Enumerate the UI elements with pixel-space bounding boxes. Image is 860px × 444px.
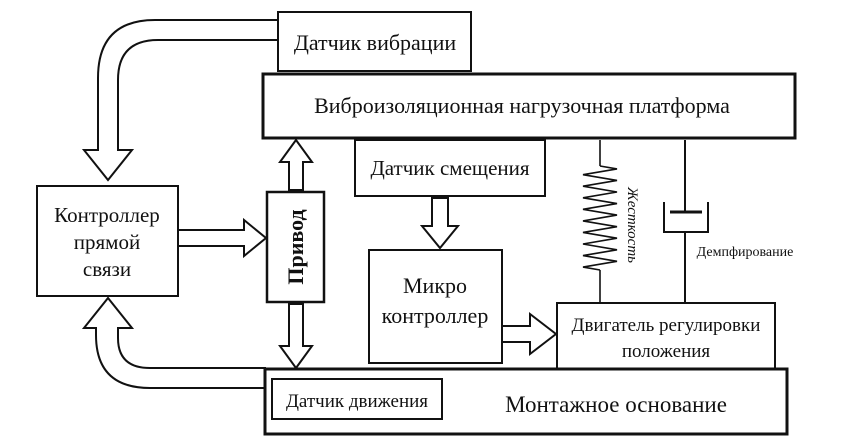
arrow-base-to-controller bbox=[81, 296, 266, 389]
actuator-box bbox=[265, 190, 326, 304]
microcontroller-box bbox=[368, 249, 503, 364]
arrow-controller-to-actuator bbox=[177, 217, 268, 259]
damping-label: Демпфирование bbox=[697, 245, 794, 260]
motor-label-1: Двигатель регулировки bbox=[572, 315, 761, 336]
actuator-label: Привод bbox=[283, 209, 308, 284]
controller-label-1: Контроллер bbox=[54, 203, 160, 227]
arrow-actuator-platform bbox=[278, 138, 314, 191]
controller-box bbox=[36, 185, 179, 297]
displacement-sensor-box bbox=[354, 139, 546, 197]
stiffness-label: Жесткость bbox=[624, 186, 640, 263]
vibration-sensor-label: Датчик вибрации bbox=[294, 30, 457, 55]
vibration-sensor-box bbox=[277, 11, 472, 72]
motion-sensor-label: Датчик движения bbox=[286, 391, 428, 412]
microcontroller-label-1: Микро bbox=[403, 273, 467, 298]
arrow-actuator-base bbox=[278, 303, 314, 370]
spring-element bbox=[582, 140, 618, 303]
base-label: Монтажное основание bbox=[505, 392, 727, 417]
arrow-vibration-to-controller bbox=[81, 19, 279, 182]
arrow-micro-to-motor bbox=[501, 311, 558, 357]
microcontroller-label-2: контроллер bbox=[382, 303, 489, 328]
motion-sensor-box bbox=[271, 378, 443, 420]
platform-box bbox=[261, 72, 797, 140]
damper-element bbox=[663, 140, 709, 303]
displacement-sensor-label: Датчик смещения bbox=[370, 156, 529, 180]
controller-label-2: прямой bbox=[74, 230, 140, 254]
controller-label-3: связи bbox=[83, 257, 131, 281]
motor-label-2: положения bbox=[622, 341, 711, 362]
arrow-displacement-to-micro bbox=[419, 197, 461, 250]
platform-label: Виброизоляционная нагрузочная платформа bbox=[314, 93, 730, 118]
